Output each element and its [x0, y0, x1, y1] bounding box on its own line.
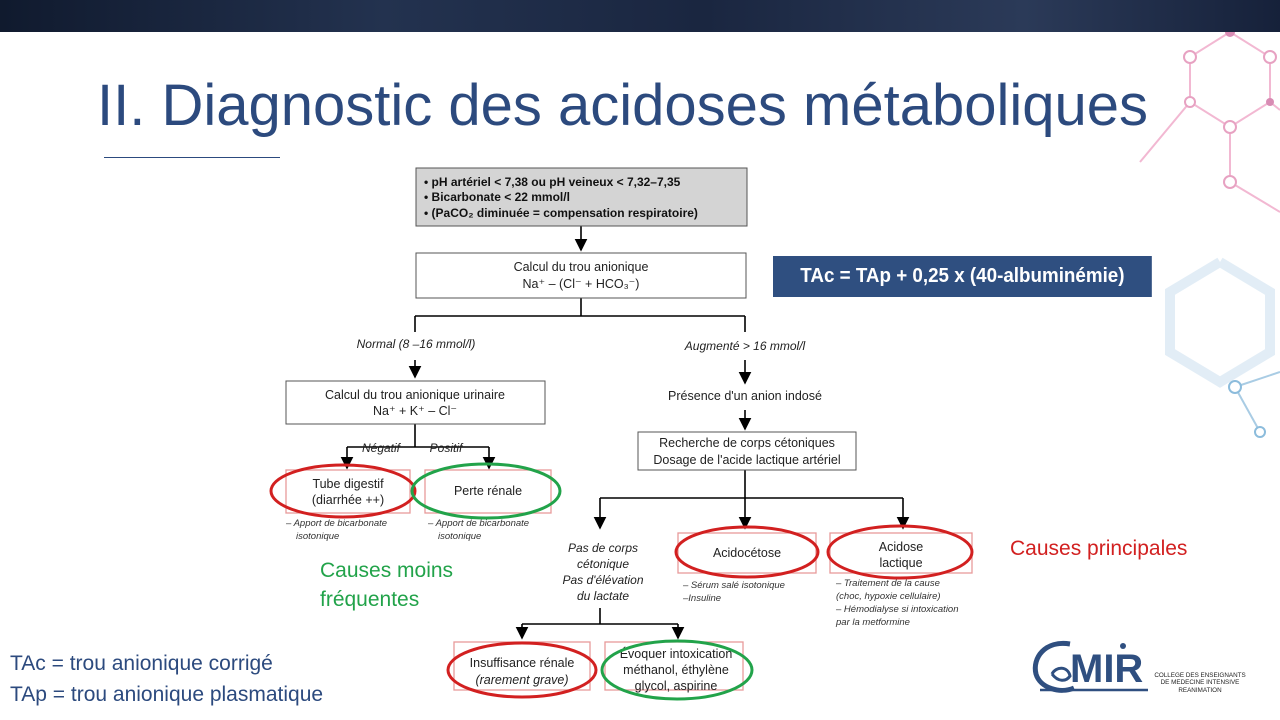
pas-corps-line: Pas d'élévation: [562, 573, 643, 587]
intoxication-line: méthanol, éthylène: [623, 663, 729, 677]
perte-renale-label: Perte rénale: [454, 484, 522, 498]
tube-digestif-line: Tube digestif: [312, 477, 384, 491]
intoxication-line: glycol, aspirine: [635, 679, 718, 693]
anion-indose-label: Présence d'un anion indosé: [668, 389, 822, 403]
traitement-note: par la metformine: [835, 617, 910, 628]
tube-digestif-line: (diarrhée ++): [312, 493, 384, 507]
search-ketones-line: Dosage de l'acide lactique artériel: [653, 453, 840, 467]
normal-label: Normal (8 –16 mmol/l): [357, 337, 476, 351]
traitement-note: – Traitement de la cause: [835, 578, 940, 589]
causes-principales-label: Causes principales: [1010, 537, 1187, 561]
negatif-label: Négatif: [362, 441, 402, 455]
acidose-lactique-line: Acidose: [879, 540, 924, 554]
red-highlight: [271, 465, 415, 517]
criteria-line: • Bicarbonate < 22 mmol/l: [424, 190, 570, 204]
definitions: TAc = trou anionique corrigé TAp = trou …: [10, 648, 323, 710]
traitement-note: – Hémodialyse si intoxication: [835, 604, 959, 615]
causes-moins-label: Causes moins fréquentes: [320, 556, 453, 614]
pas-corps-line: cétonique: [577, 557, 629, 571]
acidose-lactique-line: lactique: [879, 556, 922, 570]
augmente-label: Augmenté > 16 mmol/l: [684, 339, 806, 353]
serum-note: – Sérum salé isotonique: [682, 580, 785, 591]
acidocetose-label: Acidocétose: [713, 546, 781, 560]
urinary-gap-title: Calcul du trou anionique urinaire: [325, 388, 505, 402]
insuffisance-line: Insuffisance rénale: [470, 656, 575, 670]
pas-corps-line: du lactate: [577, 589, 629, 603]
anion-gap-title: Calcul du trou anionique: [514, 260, 649, 274]
definition-tap: TAp = trou anionique plasmatique: [10, 679, 323, 710]
logo-caption: COLLEGE DES ENSEIGNANTS DE MEDECINE INTE…: [1152, 672, 1248, 694]
criteria-line: • pH artériel < 7,38 ou pH veineux < 7,3…: [424, 175, 681, 189]
urinary-gap-formula: Na⁺ + K⁺ – Cl⁻: [373, 404, 457, 418]
anion-gap-formula: Na⁺ – (Cl⁻ + HCO₃⁻): [523, 277, 640, 291]
red-highlight: [448, 643, 596, 697]
search-ketones-line: Recherche de corps cétoniques: [659, 436, 835, 450]
logo-wordmark: MIR: [1070, 647, 1143, 691]
apport-note-1: – Apport de bicarbonate: [285, 518, 387, 529]
insuffisance-line: (rarement grave): [475, 673, 568, 687]
apport-note-2: – Apport de bicarbonate: [427, 518, 529, 529]
serum-note: –Insuline: [682, 593, 721, 604]
positif-label: Positif: [430, 441, 464, 455]
formula-banner: TAc = TAp + 0,25 x (40-albuminémie): [773, 256, 1152, 297]
pas-corps-line: Pas de corps: [568, 541, 638, 555]
criteria-line: • (PaCO₂ diminuée = compensation respira…: [424, 206, 698, 220]
apport-note-1: isotonique: [296, 531, 339, 542]
definition-tac: TAc = trou anionique corrigé: [10, 648, 323, 679]
traitement-note: (choc, hypoxie cellulaire): [836, 591, 941, 602]
intoxication-line: Évoquer intoxication: [620, 646, 733, 661]
apport-note-2: isotonique: [438, 531, 481, 542]
